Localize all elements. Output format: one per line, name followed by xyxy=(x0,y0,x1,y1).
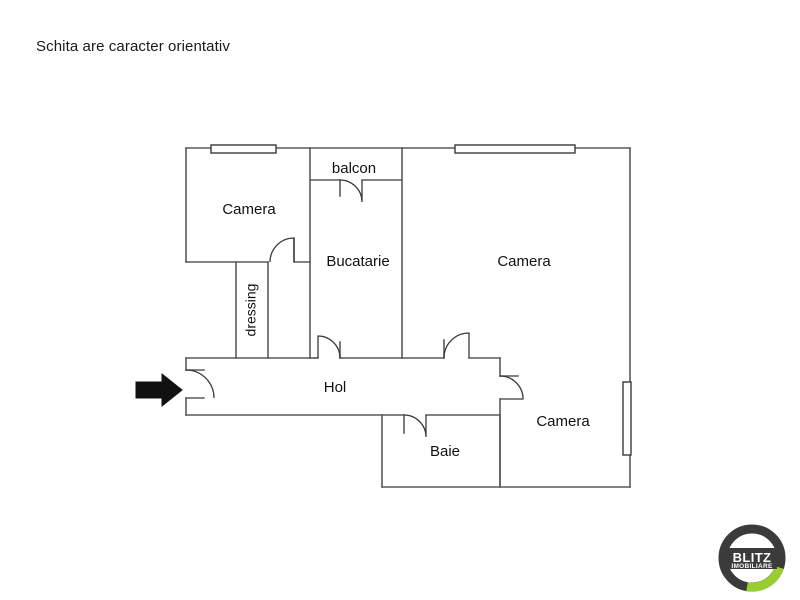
door-arc-entrance xyxy=(185,369,215,399)
door-arc-camera-top-left xyxy=(269,237,295,263)
window-top-left xyxy=(210,144,277,154)
door-arc-baie xyxy=(403,414,427,438)
room-label-bucatarie: Bucatarie xyxy=(326,253,389,270)
logo-primary-text: BLITZ xyxy=(733,550,772,565)
entrance-arrow xyxy=(135,372,183,408)
window-right-side xyxy=(622,381,632,456)
door-arc-camera-right xyxy=(443,332,470,359)
room-label-hol: Hol xyxy=(324,379,347,396)
room-label-camera-bottom-right: Camera xyxy=(536,413,590,430)
windows xyxy=(210,144,632,456)
entrance-arrow-shape xyxy=(135,372,183,408)
door-arc-balcon xyxy=(339,179,363,203)
door-swings xyxy=(185,179,524,438)
disclaimer-text: Schita are caracter orientativ xyxy=(36,38,230,55)
room-label-camera-right-large: Camera xyxy=(497,253,551,270)
door-arc-camera-bottom-right xyxy=(499,375,524,400)
logo-text-plate xyxy=(727,548,777,569)
logo-accent-arc xyxy=(746,565,784,592)
door-arc-bucatarie xyxy=(317,335,341,359)
room-labels: Camera dressing balcon Bucatarie Camera … xyxy=(222,160,590,460)
room-label-balcon: balcon xyxy=(332,160,376,177)
blitz-imobiliare-logo: BLITZ IMOBILIARE xyxy=(718,524,786,592)
room-label-camera-top-left: Camera xyxy=(222,201,276,218)
room-label-baie: Baie xyxy=(430,443,460,460)
room-label-dressing: dressing xyxy=(243,284,259,337)
logo-secondary-text: IMOBILIARE xyxy=(731,563,773,570)
window-top-right xyxy=(454,144,576,154)
